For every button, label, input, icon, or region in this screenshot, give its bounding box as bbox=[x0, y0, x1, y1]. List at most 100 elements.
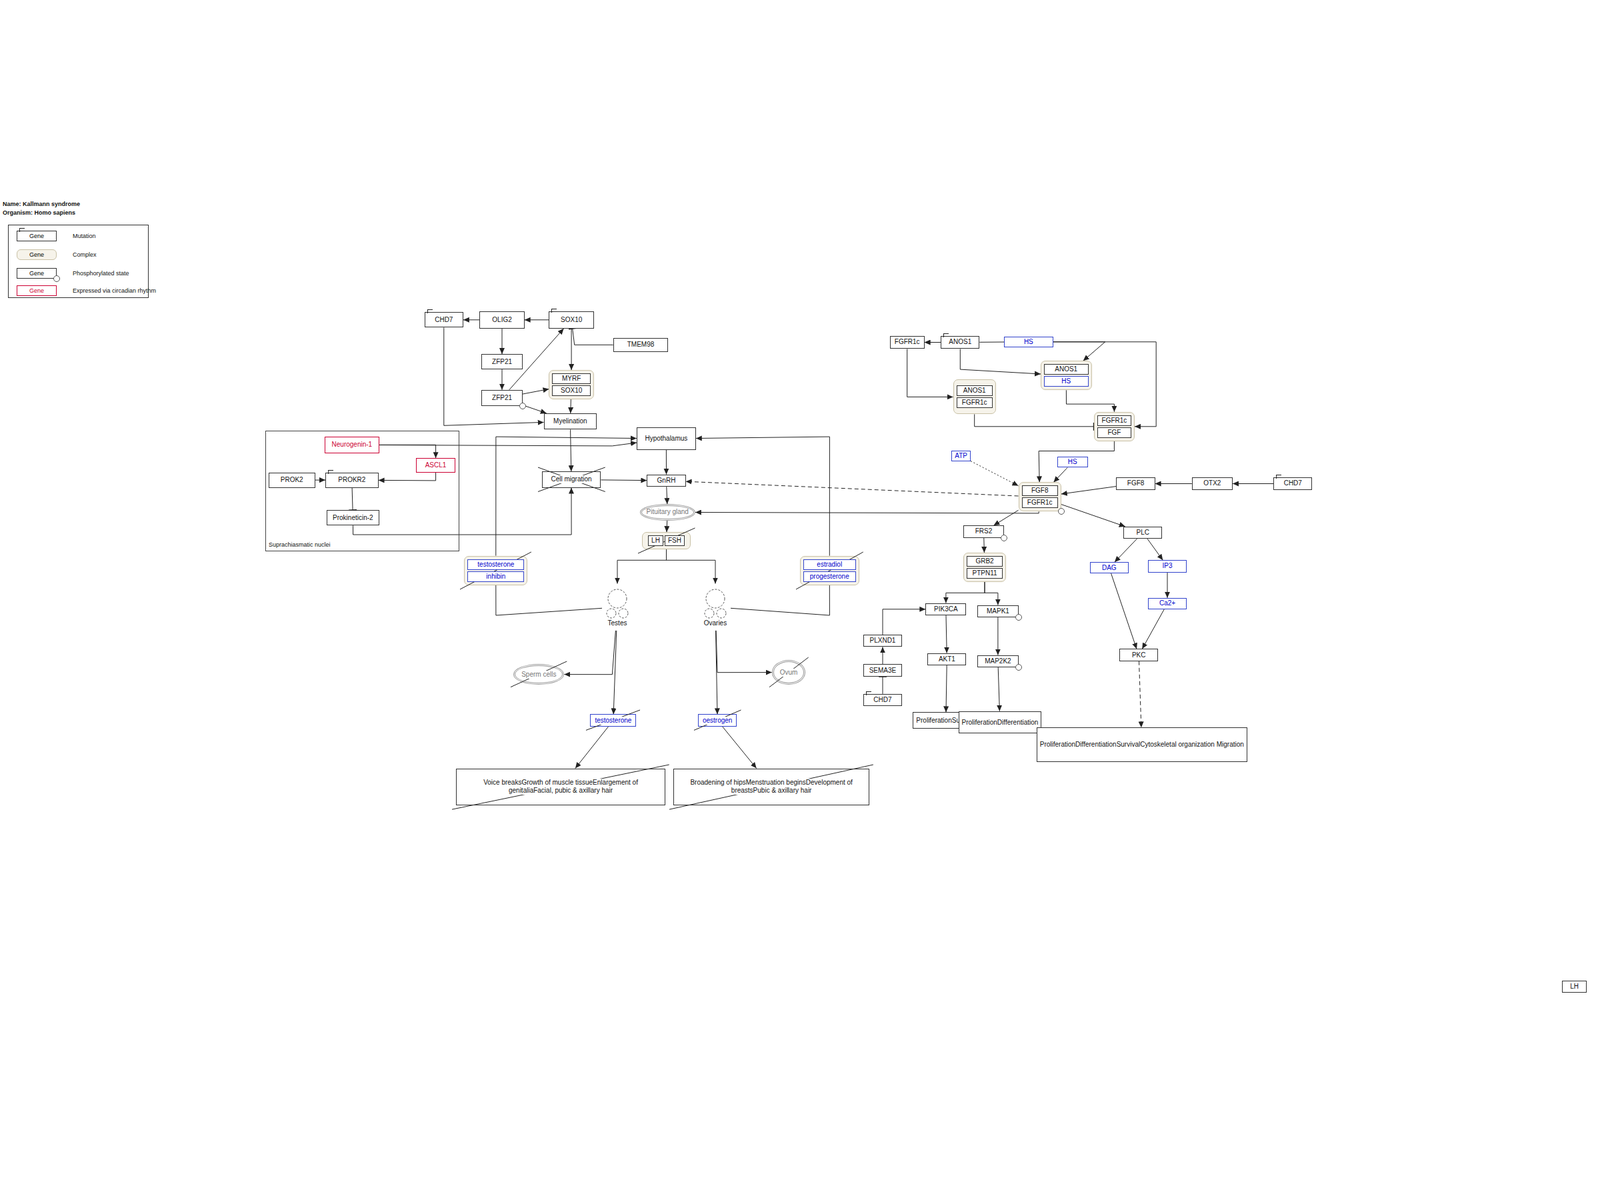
connector bbox=[984, 582, 998, 606]
node-text: Neurogenin-1 bbox=[332, 440, 373, 449]
gonad-outline bbox=[706, 589, 725, 608]
connector bbox=[613, 630, 617, 715]
mutation-mark bbox=[551, 308, 557, 313]
connector bbox=[1232, 483, 1274, 484]
diagram-title: Name: Kallmann syndrome bbox=[2, 200, 80, 208]
connector bbox=[444, 327, 544, 426]
strike-line bbox=[796, 552, 864, 590]
complex-group: FGFR1cFGF bbox=[1094, 412, 1135, 442]
legend-text: Mutation bbox=[72, 232, 96, 240]
gene-box: CHD7 bbox=[1273, 477, 1312, 490]
mutation-mark bbox=[19, 228, 25, 232]
connector bbox=[716, 630, 718, 715]
connector bbox=[502, 328, 503, 354]
gene-box: LH bbox=[1562, 980, 1587, 993]
legend-sample: Gene bbox=[16, 268, 57, 279]
connector bbox=[974, 414, 1094, 426]
node-text: Ca2+ bbox=[1159, 599, 1176, 608]
legend-sample-text: Gene bbox=[29, 232, 44, 240]
metabolite-box: ATP bbox=[951, 450, 971, 462]
connector bbox=[315, 480, 326, 481]
connector bbox=[1053, 467, 1068, 482]
node-text: FRS2 bbox=[975, 527, 993, 536]
strike-line bbox=[769, 657, 809, 688]
complex-metabolite: HS bbox=[1044, 376, 1089, 387]
legend-sample-text: Gene bbox=[29, 251, 44, 258]
connector bbox=[882, 646, 884, 664]
gonad-outline bbox=[618, 608, 628, 618]
connector bbox=[1061, 486, 1117, 495]
strike-line bbox=[669, 764, 874, 810]
strike-line bbox=[510, 661, 567, 688]
connector bbox=[696, 436, 830, 556]
node-text: progesterone bbox=[810, 572, 850, 581]
connector bbox=[524, 319, 550, 320]
strike-line bbox=[460, 552, 532, 590]
gene-box: ProliferationDifferentiationSurvivalCyto… bbox=[1036, 727, 1248, 762]
legend-sample: Gene bbox=[16, 249, 57, 260]
connector bbox=[924, 342, 942, 343]
complex-group: MYRFSOX10 bbox=[548, 370, 594, 400]
complex-member: LH bbox=[648, 535, 664, 546]
node-text: testosterone bbox=[593, 716, 633, 725]
connector bbox=[1111, 573, 1137, 649]
connector bbox=[946, 582, 985, 604]
node-text: ANOS1 bbox=[963, 386, 986, 395]
strike-line bbox=[538, 467, 606, 492]
gene-box: Myelination bbox=[544, 413, 598, 430]
gonad-figure bbox=[700, 587, 731, 620]
connector bbox=[378, 472, 436, 481]
phospho-mark bbox=[1015, 614, 1022, 621]
connector bbox=[570, 399, 572, 414]
legend-text: Complex bbox=[72, 250, 97, 259]
gene-box: Cell migration bbox=[542, 471, 602, 488]
complex-member: FSH bbox=[664, 535, 685, 546]
connector bbox=[716, 630, 772, 673]
connector bbox=[570, 429, 572, 472]
gene-box: ANOS1 bbox=[940, 336, 980, 350]
circadian-gene-box: Neurogenin-1 bbox=[324, 436, 380, 453]
node-text: ASCL1 bbox=[425, 461, 447, 470]
connector bbox=[998, 667, 1000, 712]
connector bbox=[564, 630, 616, 675]
node-text: Pituitary gland bbox=[646, 508, 689, 516]
complex-metabolite: progesterone bbox=[803, 571, 856, 582]
gene-box: OLIG2 bbox=[479, 311, 524, 329]
legend-sample: Gene bbox=[16, 230, 57, 242]
node-text: MYRF bbox=[562, 374, 581, 383]
node-text: PIK3CA bbox=[934, 605, 958, 614]
connector bbox=[1155, 483, 1192, 484]
metabolite-box: oestrogen bbox=[698, 714, 737, 726]
phospho-mark bbox=[1015, 664, 1022, 671]
connector bbox=[379, 444, 436, 458]
complex-group: ANOS1FGFR1c bbox=[953, 379, 996, 414]
node-text: PLXND1 bbox=[870, 636, 896, 645]
node-text: TMEM98 bbox=[627, 340, 655, 349]
node-text: PTPN11 bbox=[972, 569, 998, 578]
connector bbox=[617, 549, 667, 584]
complex-group: LHFSH bbox=[642, 532, 691, 550]
node-text: Sperm cells bbox=[520, 670, 558, 679]
connector bbox=[960, 348, 1041, 374]
connector bbox=[496, 585, 602, 616]
connector bbox=[600, 479, 647, 481]
organism-label: Organism: Homo sapiens bbox=[2, 209, 76, 217]
region-label: Suprachiasmatic nuclei bbox=[268, 541, 331, 549]
gene-box: PROKR2 bbox=[325, 472, 379, 488]
gene-box: OTX2 bbox=[1192, 477, 1233, 490]
node-text: PROK2 bbox=[280, 476, 304, 484]
node-text: ProliferationDifferentiationSurvivalCyto… bbox=[1040, 740, 1244, 749]
phospho-mark bbox=[1058, 508, 1065, 515]
connector bbox=[1053, 342, 1106, 362]
connector bbox=[571, 328, 572, 370]
complex-metabolite: inhibin bbox=[467, 571, 524, 582]
node-text: AKT1 bbox=[938, 655, 956, 664]
gene-box: CHD7 bbox=[424, 312, 464, 328]
node-text: PLC bbox=[1136, 528, 1150, 537]
circadian-gene-box: ASCL1 bbox=[416, 458, 455, 472]
node-text: GnRH bbox=[657, 476, 676, 485]
connector bbox=[1142, 609, 1164, 650]
complex-member: ANOS1 bbox=[956, 385, 993, 396]
node-text: ProliferationDifferentiation bbox=[962, 718, 1039, 727]
